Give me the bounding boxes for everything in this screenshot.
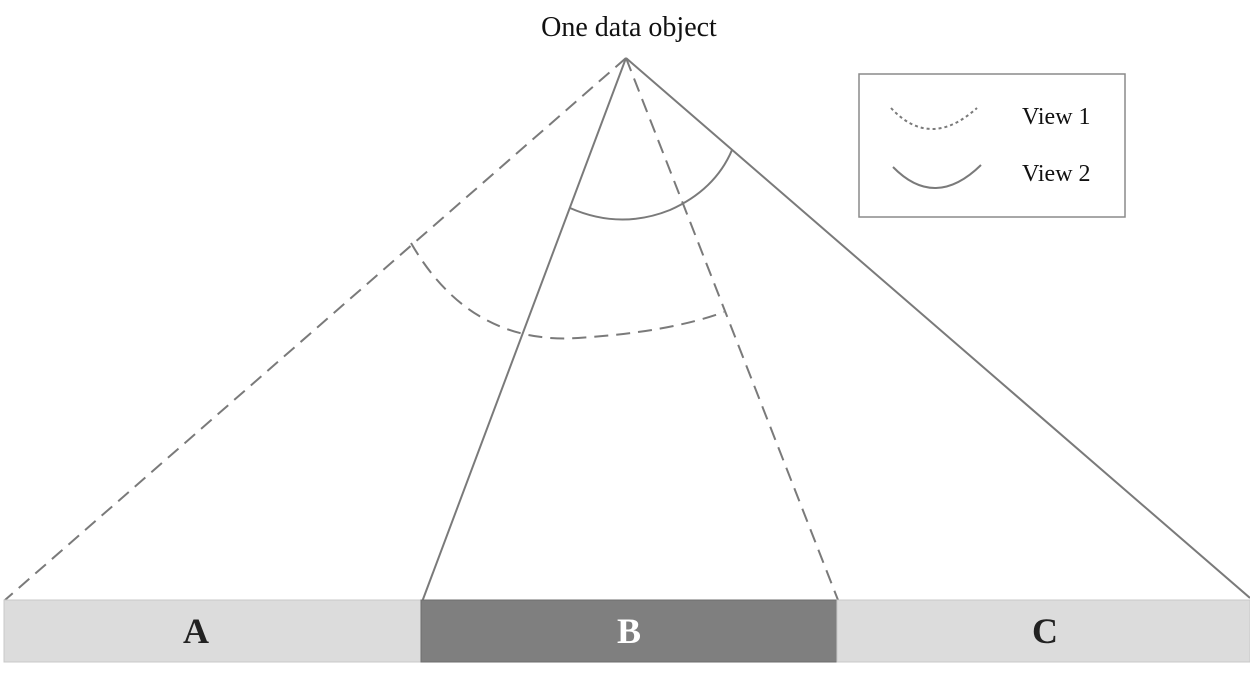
legend-view1-label: View 1	[1022, 104, 1091, 130]
diagram-title: One data object	[541, 12, 717, 43]
legend-view2-swatch	[892, 164, 982, 189]
view1-ray-right	[625, 57, 839, 601]
view2-ray-right	[625, 57, 1250, 599]
view1-ray-left	[4, 57, 627, 601]
segment-a-label: A	[183, 611, 209, 651]
view2-angle-arc	[569, 149, 733, 221]
segment-c-label: C	[1032, 611, 1058, 651]
view2-ray-left	[421, 57, 627, 603]
legend-box	[858, 73, 1126, 218]
legend-view1-swatch	[890, 107, 978, 130]
segment-b-label: B	[617, 611, 641, 651]
segment-a	[3, 599, 422, 663]
segment-c	[836, 599, 1250, 663]
segment-b	[420, 599, 838, 663]
view1-angle-arc	[410, 242, 725, 340]
legend-view2-label: View 2	[1022, 161, 1091, 187]
